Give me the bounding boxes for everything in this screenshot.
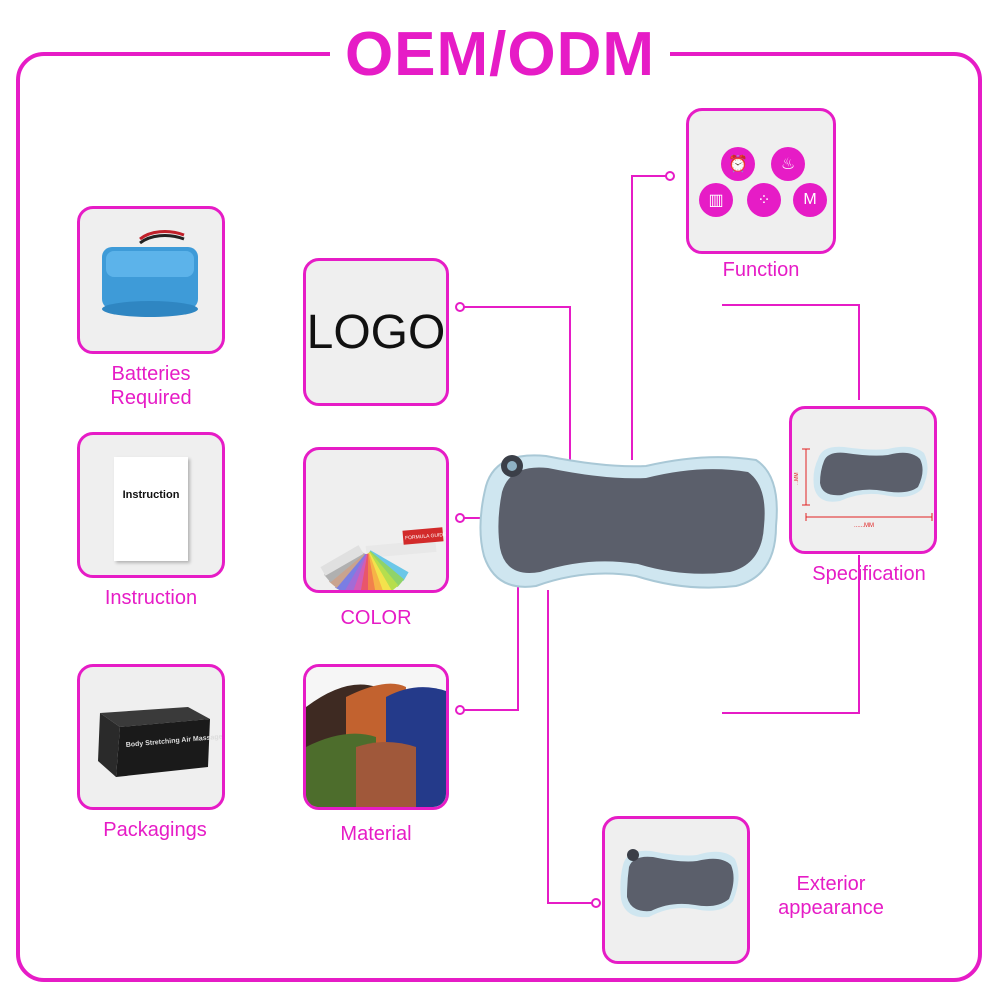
batteries-card[interactable] (77, 206, 225, 354)
specification-card[interactable]: ...MM ......MM (789, 406, 937, 554)
function-card[interactable]: ⏰ ♨ ▥ ⁘ M (686, 108, 836, 254)
mode-m-icon: M (793, 183, 827, 217)
exterior-connector (547, 590, 596, 904)
packagings-label: Packagings (103, 819, 207, 841)
logo-text: LOGO (306, 305, 446, 359)
function-label: Function (722, 259, 800, 281)
spec-height-text: ...MM (794, 473, 800, 486)
exterior-card[interactable] (602, 816, 750, 964)
logo-connector (460, 306, 571, 460)
massage-pillow-image (479, 454, 778, 589)
material-label: Material (340, 823, 412, 845)
specification-label: Specification (812, 563, 926, 585)
battery-pack-image (102, 230, 198, 317)
packaging-box-image: Body Stretching Air Massage Mat (98, 707, 222, 777)
page-title: OEM/ODM (344, 19, 656, 89)
heat-waves-icon: ♨ (771, 147, 805, 181)
batteries-label: Batteries Required (110, 363, 192, 409)
logo-card[interactable]: LOGO (303, 258, 449, 406)
alarm-clock-icon: ⏰ (721, 147, 755, 181)
exterior-label: Exterior appearance (778, 873, 884, 919)
packagings-card[interactable]: Body Stretching Air Massage Mat (77, 664, 225, 810)
exterior-image (620, 849, 739, 918)
instruction-sheet-text: Instruction (122, 489, 180, 501)
spec-bracket-top (722, 304, 860, 400)
color-card[interactable]: FORMULA GUIDE (303, 447, 449, 593)
leather-samples-image (306, 667, 446, 807)
instruction-label: Instruction (104, 587, 198, 609)
material-card[interactable] (303, 664, 449, 810)
signal-bars-icon: ▥ (699, 183, 733, 217)
instruction-card[interactable]: Instruction (77, 432, 225, 578)
color-swatch-fan-image: FORMULA GUIDE (320, 527, 446, 590)
specification-image: ...MM ......MM (794, 446, 933, 529)
formula-guide-text: FORMULA GUIDE (405, 532, 446, 542)
function-connector (631, 175, 670, 460)
spec-width-text: ......MM (854, 523, 874, 529)
title-banner: OEM/ODM (330, 18, 670, 90)
spec-bracket-bottom (722, 555, 860, 714)
dots-circle-icon: ⁘ (747, 183, 781, 217)
instruction-sheet-image: Instruction (114, 457, 188, 561)
material-connector (460, 586, 519, 711)
color-label: COLOR (340, 607, 412, 629)
